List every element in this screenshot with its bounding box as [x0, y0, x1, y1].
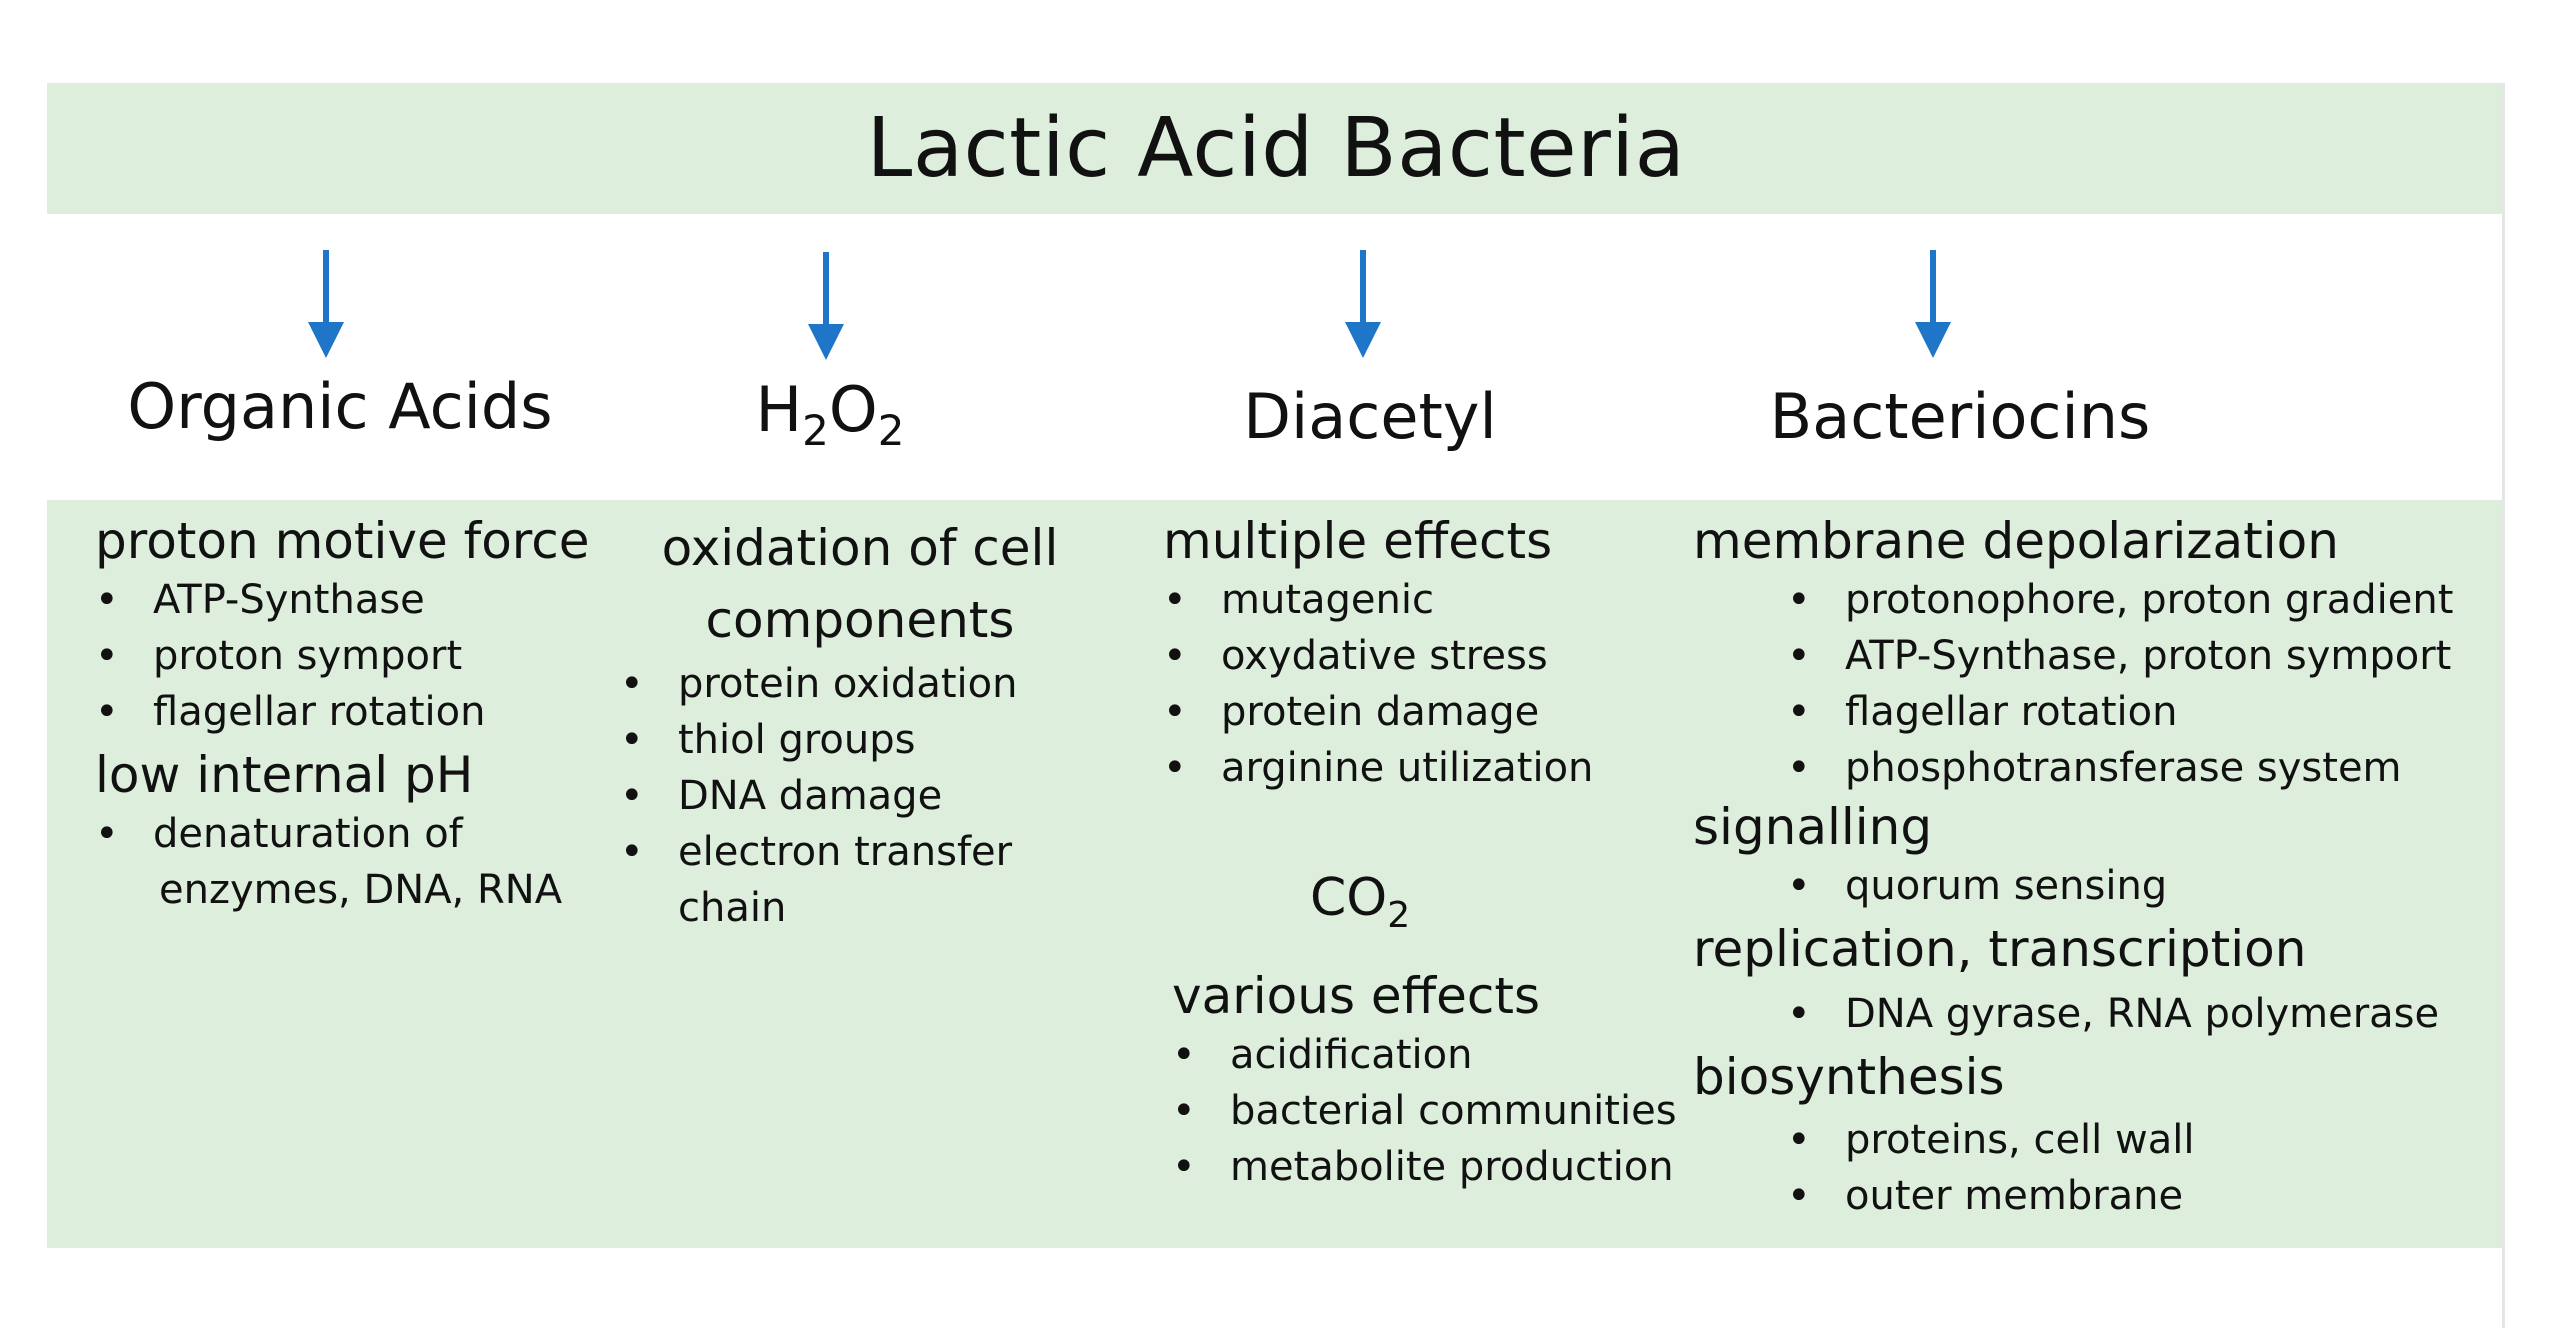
arrow-down-icon-bacteriocins	[1915, 250, 1951, 358]
list-item: protonophore, proton gradient	[1787, 572, 2453, 628]
section-heading: replication, transcription	[1693, 920, 2307, 978]
section-heading: low internal pH	[95, 746, 474, 804]
list-item: outer membrane	[1787, 1168, 2453, 1224]
list-item: mutagenic	[1163, 572, 1593, 628]
column-header-h2o2: H2O2	[660, 373, 1000, 452]
list-item: acidification	[1172, 1027, 1677, 1083]
diagram-title: Lactic Acid Bacteria	[866, 101, 1686, 196]
list-item: arginine utilization	[1163, 740, 1593, 796]
column-header-diacetyl: Diacetyl	[1243, 380, 1497, 453]
section-heading: oxidation of cell	[661, 519, 1059, 577]
h2o2-sub-1: 2	[802, 406, 829, 455]
list-item: DNA damage	[620, 768, 1100, 824]
co2-sub: 2	[1387, 895, 1411, 936]
list-item: proteins, cell wall	[1787, 1112, 2453, 1168]
list-item: bacterial communities	[1172, 1083, 1677, 1139]
h2o2-o: O	[828, 373, 878, 446]
list-item: quorum sensing	[1787, 858, 2453, 914]
list-item: thiol groups	[620, 712, 1100, 768]
list-item: protein damage	[1163, 684, 1593, 740]
list-item: flagellar rotation	[1787, 684, 2453, 740]
arrow-down-icon-h2o2	[808, 252, 844, 360]
list-item-continuation: chain	[678, 885, 787, 931]
list-item: flagellar rotation	[95, 684, 590, 740]
list-item: phosphotransferase system	[1787, 740, 2453, 796]
section-heading: various effects	[1172, 967, 1541, 1025]
section-heading: membrane depolarization	[1693, 512, 2339, 570]
column-header-bacteriocins: Bacteriocins	[1769, 380, 2151, 453]
section-heading: biosynthesis	[1693, 1048, 2005, 1106]
section-heading: signalling	[1693, 798, 1933, 856]
list-item: ATP-Synthase, proton symport	[1787, 628, 2453, 684]
list-item: oxydative stress	[1163, 628, 1593, 684]
h2o2-sub-2: 2	[877, 406, 905, 455]
diacetyl-content: multiple effects mutagenic oxydative str…	[1163, 510, 1593, 796]
co2-subheader: CO2	[1310, 868, 1410, 934]
section-heading-continuation: components	[705, 591, 1015, 649]
column-header-organic-acids: Organic Acids	[127, 370, 553, 443]
h2o2-h: H	[755, 373, 803, 446]
bacteriocins-content: membrane depolarization protonophore, pr…	[1693, 510, 2453, 1224]
section-heading: multiple effects	[1163, 512, 1553, 570]
section-heading: proton motive force	[95, 512, 590, 570]
co2-co: CO	[1310, 868, 1388, 928]
list-item: protein oxidation	[620, 656, 1100, 712]
h2o2-content: oxidation of cell components protein oxi…	[620, 512, 1100, 936]
list-item: DNA gyrase, RNA polymerase	[1787, 986, 2453, 1042]
list-item: metabolite production	[1172, 1139, 1677, 1195]
list-item: proton symport	[95, 628, 590, 684]
list-item-continuation: enzymes, DNA, RNA	[159, 867, 563, 913]
co2-content: various effects acidification bacterial …	[1172, 965, 1677, 1195]
list-item: electron transfer	[620, 824, 1100, 880]
arrow-down-icon-diacetyl	[1345, 250, 1381, 358]
organic-acids-content: proton motive force ATP-Synthase proton …	[95, 510, 590, 918]
list-item: denaturation of	[95, 806, 590, 862]
list-item: ATP-Synthase	[95, 572, 590, 628]
right-border-line	[2502, 83, 2505, 1328]
arrow-down-icon-organic-acids	[308, 250, 344, 358]
title-band	[47, 83, 2505, 214]
